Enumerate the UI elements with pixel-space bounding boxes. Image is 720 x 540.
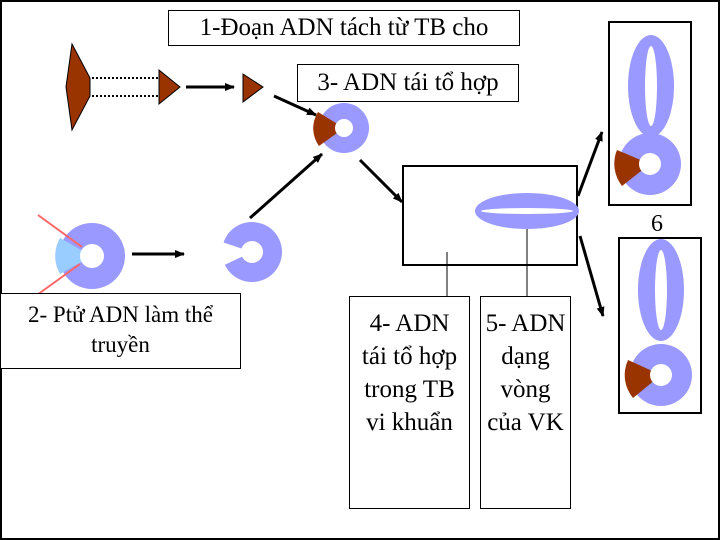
donor-dna-right-end — [158, 68, 181, 106]
plasmid-cut-site — [55, 238, 92, 274]
daughter-plasmid-top-hole — [639, 153, 661, 175]
arrow-plasmid-to-recombinant — [249, 152, 323, 220]
label-step2: 2- Ptử ADN làm thể truyền — [0, 293, 241, 369]
recombinant-dna-ring — [313, 103, 369, 153]
arrow-to-daughter-top — [576, 131, 604, 197]
cut-dna-fragment — [242, 73, 264, 103]
daughter-chromosome-bottom-inner — [655, 250, 667, 330]
daughter-chromosome-top-inner — [645, 46, 657, 126]
opened-plasmid-gap — [214, 240, 252, 268]
plasmid-ring-hole — [80, 244, 104, 268]
plasmid-being-cut — [29, 214, 125, 301]
arrow-to-recombinant — [273, 94, 317, 117]
daughter-cells — [608, 21, 702, 414]
label-step1: 1-Đoạn ADN tách từ TB cho — [168, 10, 520, 46]
opened-plasmid — [214, 222, 282, 282]
bacterial-cell — [402, 165, 579, 266]
label-step6: 6 — [651, 211, 663, 237]
arrow-to-bacterium — [358, 158, 404, 204]
bacterial-chromosome-inner — [481, 208, 573, 214]
arrow-to-daughter-bottom — [578, 235, 605, 317]
opened-plasmid-hole — [241, 241, 263, 263]
daughter-plasmid-bottom-insert — [624, 360, 661, 398]
daughter-plasmid-top-insert — [614, 150, 650, 186]
recombinant-insert — [313, 112, 344, 146]
donor-dna-fragment — [65, 42, 181, 132]
donor-dna-left-end — [65, 42, 91, 132]
label-step4: 4- ADN tái tổ hợp trong TB vi khuẩn — [349, 296, 470, 509]
daughter-plasmid-bottom-hole — [650, 364, 672, 386]
label-step5: 5- ADN dạng vòng của VK — [480, 296, 571, 509]
label-step3: 3- ADN tái tổ hợp — [297, 64, 519, 102]
recombinant-ring-hole — [335, 119, 353, 137]
enzyme-cut-line-top — [37, 214, 83, 248]
